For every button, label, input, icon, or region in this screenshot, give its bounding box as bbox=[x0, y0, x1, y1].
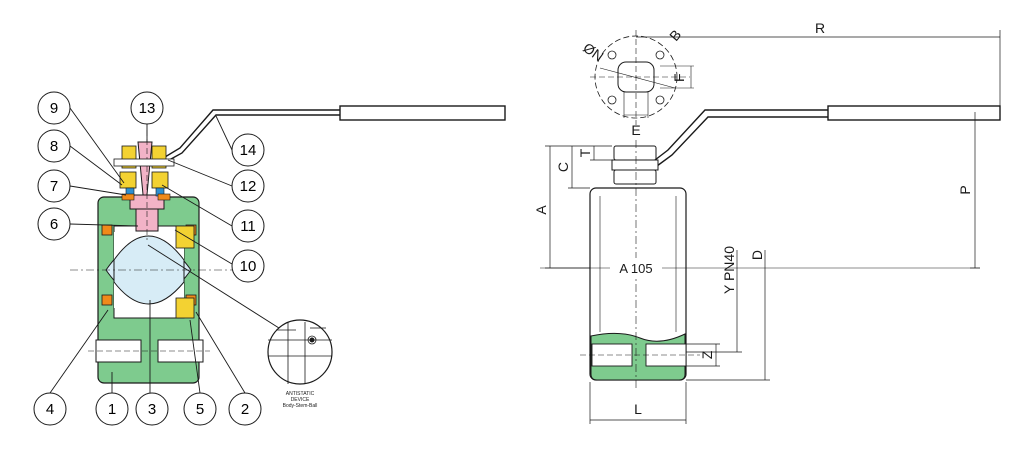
leader-lines bbox=[49, 107, 291, 394]
gland-nuts bbox=[113, 145, 175, 201]
callout-3-label: 3 bbox=[148, 401, 156, 418]
callout-10: 10 bbox=[231, 249, 265, 283]
seat-seals bbox=[101, 224, 197, 319]
stem-nut bbox=[611, 145, 659, 185]
ball bbox=[70, 232, 232, 308]
elevation-view: ØN B F E R bbox=[533, 20, 1001, 424]
callout-4: 4 bbox=[33, 392, 67, 426]
callout-10-label: 10 bbox=[240, 258, 257, 275]
dim-label-D: D bbox=[749, 250, 765, 260]
dim-L bbox=[589, 382, 687, 424]
dim-label-B: B bbox=[666, 26, 684, 43]
dim-label-A: A bbox=[533, 205, 549, 215]
dim-R: R bbox=[636, 20, 1001, 112]
dim-label-Z: Z bbox=[699, 350, 715, 359]
callout-5: 5 bbox=[183, 392, 217, 426]
handle-lever bbox=[159, 105, 506, 166]
callout-9: 9 bbox=[37, 91, 71, 125]
callout-5-label: 5 bbox=[196, 401, 204, 418]
callout-7-label: 7 bbox=[50, 178, 58, 195]
callout-1-label: 1 bbox=[108, 401, 116, 418]
dim-label-F: F bbox=[671, 73, 687, 82]
callout-14-label: 14 bbox=[240, 142, 257, 159]
antistatic-line3: Body-Stem-Ball bbox=[283, 403, 318, 409]
callouts: 9 8 7 6 13 14 bbox=[33, 91, 265, 426]
callout-13: 13 bbox=[130, 91, 164, 125]
callout-3: 3 bbox=[135, 392, 169, 426]
callout-4-label: 4 bbox=[46, 401, 54, 418]
antistatic-line2: DEVICE bbox=[291, 397, 310, 403]
dim-label-R: R bbox=[815, 20, 825, 36]
callout-11: 11 bbox=[231, 209, 265, 243]
dim-label-Y-PN40: Y PN40 bbox=[721, 246, 737, 294]
callout-2-label: 2 bbox=[241, 401, 249, 418]
callout-6-label: 6 bbox=[50, 216, 58, 233]
callout-12: 12 bbox=[231, 169, 265, 203]
callout-8-label: 8 bbox=[50, 138, 58, 155]
callout-12-label: 12 bbox=[240, 178, 257, 195]
dim-right bbox=[686, 250, 770, 381]
dim-label-T: T bbox=[577, 148, 593, 157]
material-label: A 105 bbox=[619, 261, 652, 276]
dim-P bbox=[970, 112, 980, 269]
callout-8: 8 bbox=[37, 129, 71, 163]
antistatic-line1: ANTISTATIC bbox=[286, 391, 315, 397]
callout-13-label: 13 bbox=[139, 100, 156, 117]
callout-9-label: 9 bbox=[50, 100, 58, 117]
handle-side-view bbox=[654, 105, 1001, 167]
dim-label-P: P bbox=[957, 185, 973, 194]
cross-section-view: ANTISTATIC DEVICE Body-Stem-Ball 9 8 7 6 bbox=[33, 91, 506, 426]
callout-14: 14 bbox=[231, 133, 265, 167]
stem bbox=[129, 130, 165, 240]
antistatic-detail: ANTISTATIC DEVICE Body-Stem-Ball bbox=[267, 319, 333, 409]
dim-label-ON: ØN bbox=[580, 39, 606, 64]
callout-1: 1 bbox=[95, 392, 129, 426]
callout-7: 7 bbox=[37, 169, 71, 203]
callout-6: 6 bbox=[37, 207, 71, 241]
top-flange-view: ØN B F E bbox=[580, 26, 694, 138]
dim-left bbox=[545, 145, 612, 269]
dim-label-L: L bbox=[634, 401, 642, 417]
dim-label-C: C bbox=[555, 162, 571, 172]
callout-2: 2 bbox=[228, 392, 262, 426]
valve-body-side: A 105 bbox=[540, 140, 980, 390]
callout-11-label: 11 bbox=[240, 218, 256, 235]
dim-label-E: E bbox=[631, 122, 640, 138]
bolt-holes bbox=[607, 50, 665, 105]
